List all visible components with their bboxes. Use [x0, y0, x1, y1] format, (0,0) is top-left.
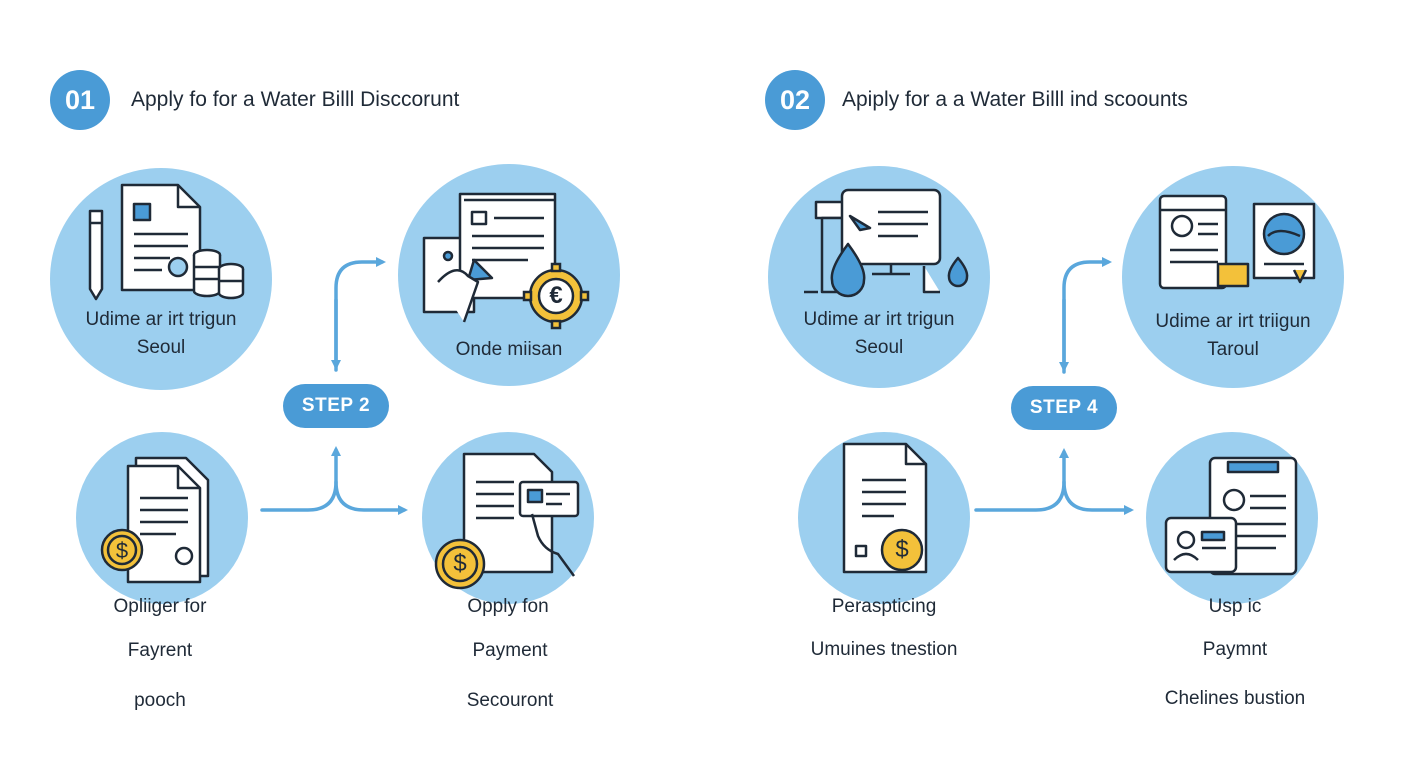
arrow-right — [1062, 480, 1134, 515]
section2-circle1-label1: Udime ar irt trigun — [803, 309, 955, 330]
notebook-certificate-icon — [1158, 194, 1316, 290]
section1-circle1-label2: Seoul — [136, 337, 186, 358]
euro-icon: € — [549, 282, 563, 309]
arrow-up-right — [334, 257, 386, 372]
section1-circle-payment: $ — [76, 432, 248, 604]
section2-bottom-right-label1: Usp ic — [1208, 596, 1262, 617]
document-dollar-icon — [842, 442, 928, 574]
section2-step-pill: STEP 4 — [1011, 386, 1117, 430]
section2-circle2-label1: Udime ar irt triigun — [1155, 311, 1311, 332]
section1-circle-application: Udime ar irt trigun Seoul — [50, 168, 272, 390]
section1-bottom-left-label1: Opliiger for — [113, 596, 207, 617]
section2-bottom-right-label2: Paymnt — [1202, 639, 1268, 660]
section1-circle-apply-payment: $ — [422, 432, 594, 604]
section2-title: Apiply for a a Water Billl ind scoounts — [842, 88, 1188, 111]
section1-bottom-right-label3: Secouront — [466, 690, 554, 711]
section2-number-badge: 02 — [765, 70, 825, 130]
document-card-hand-icon — [434, 452, 580, 590]
section2-bottom-left-label1: Peraspticing — [831, 596, 937, 617]
section2-circle-id-card — [1146, 432, 1318, 604]
section2-circle-monitor: Udime ar irt trigun Seoul — [768, 166, 990, 388]
section1-bottom-right-label1: Opply fon — [467, 596, 549, 617]
section2-bottom-left-label2: Umuines tnestion — [810, 639, 958, 660]
section1-circle2-label: Onde miisan — [455, 339, 563, 360]
section2-circle1-label2: Seoul — [854, 337, 904, 358]
arrow-right — [334, 480, 408, 515]
document-dollar-icon — [100, 456, 210, 584]
section1-circle-online: Onde miisan € — [398, 164, 620, 386]
section2-bottom-right-label3: Chelines bustion — [1164, 688, 1306, 709]
document-hand-euro-gear-icon — [422, 192, 590, 330]
section1-bottom-left-label2: Fayrent — [127, 640, 193, 661]
dollar-icon: $ — [115, 538, 129, 563]
section2-circle-document: $ — [798, 432, 970, 604]
section1-number-badge: 01 — [50, 70, 110, 130]
document-pen-coins-icon — [88, 183, 245, 301]
section1-bottom-right-label2: Payment — [472, 640, 548, 661]
arrow-up — [260, 446, 341, 512]
section1-step-pill: STEP 2 — [283, 384, 389, 428]
id-card-document-icon — [1164, 456, 1298, 576]
section1-title: Apply fo for a Water Billl Disccorunt — [131, 88, 460, 111]
section2-circle2-label2: Taroul — [1207, 339, 1259, 360]
monitor-water-drop-icon — [804, 188, 969, 298]
dollar-icon: $ — [453, 550, 467, 577]
arrow-up — [974, 448, 1069, 512]
section1-bottom-left-label3: pooch — [134, 690, 186, 711]
section2-circle-certificate: Udime ar irt triigun Taroul — [1122, 166, 1344, 388]
section1-circle1-label1: Udime ar irt trigun — [85, 309, 237, 330]
dollar-icon: $ — [895, 536, 909, 563]
arrow-up-right — [1062, 257, 1112, 374]
